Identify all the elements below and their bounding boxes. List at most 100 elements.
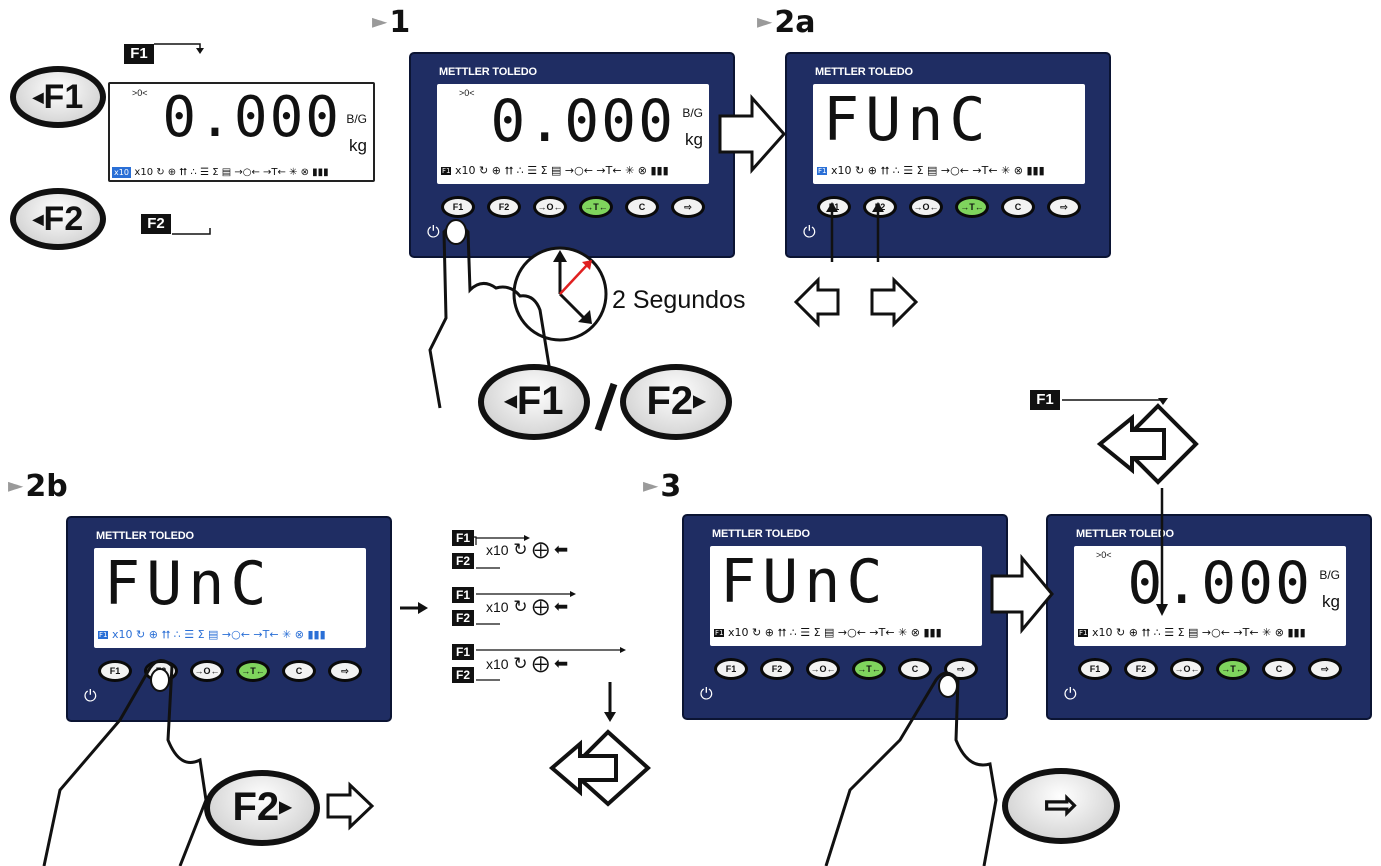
exit-key[interactable]: ⇨ xyxy=(671,196,705,218)
exit-key[interactable]: ⇨ xyxy=(1308,658,1342,680)
right-arrow-icon-2b xyxy=(326,781,375,831)
hand-pointer-icon-2b xyxy=(42,659,208,866)
tare-key[interactable]: →T← xyxy=(579,196,613,218)
key-row: F1 F2 →O← →T← C ⇨ xyxy=(706,658,986,684)
status-icon-row: F1 x10 ↻ ⊕ ⮅ ∴ ☰ Σ ▤ →○← →T← ✳ ⊗ ▮▮▮ xyxy=(1078,626,1306,639)
power-icon[interactable]: ⏻ xyxy=(84,688,97,705)
exit-key[interactable]: ⇨ xyxy=(328,660,362,682)
diamond-arrow-icon-large xyxy=(548,729,651,807)
f1-pointer-head xyxy=(826,202,838,212)
icon-symbols: x10 ↻ ⊕ ⮅ ∴ ☰ Σ ▤ →○← →T← ✳ ⊗ ▮▮▮ xyxy=(134,167,329,178)
brand-logo: METTLER TOLEDO xyxy=(815,66,913,78)
unit-bg: B/G xyxy=(682,106,703,120)
small-weight-display: >0< 0.000 B/G kg x10 x10 ↻ ⊕ ⮅ ∴ ☰ Σ ▤ →… xyxy=(108,82,375,182)
slash-separator xyxy=(594,382,618,432)
unit-bg: B/G xyxy=(1319,568,1340,582)
left-arrow-icon xyxy=(793,276,840,328)
lcd-display: FUnC F1 x10 ↻ ⊕ ⮅ ∴ ☰ Σ ▤ →○← →T← ✳ ⊗ ▮▮… xyxy=(710,546,982,646)
tare-key[interactable]: →T← xyxy=(236,660,270,682)
f2-button-step2b[interactable]: F2▶ xyxy=(204,770,320,846)
seq-icons: x10 ↻ ⨁ ⬅ xyxy=(486,597,569,616)
f2-key[interactable]: F2 xyxy=(760,658,794,680)
f1-button-big[interactable]: ◀F1 xyxy=(478,364,590,440)
status-icon-row: x10 x10 ↻ ⊕ ⮅ ∴ ☰ Σ ▤ →○← →T← ✳ ⊗ ▮▮▮ xyxy=(112,165,329,178)
terminal-panel-step1: METTLER TOLEDO >0< 0.000 B/G kg F1 x10 ↻… xyxy=(409,52,735,258)
step-2a-label: ►2a xyxy=(757,5,816,40)
terminal-panel-step2a: METTLER TOLEDO FUnC F1 x10 ↻ ⊕ ⮅ ∴ ☰ Σ ▤… xyxy=(785,52,1111,258)
unit-kg: kg xyxy=(1322,592,1340,611)
lcd-display: FUnC F1 x10 ↻ ⊕ ⮅ ∴ ☰ Σ ▤ →○← →T← ✳ ⊗ ▮▮… xyxy=(813,84,1085,184)
step-3-label: ►3 xyxy=(643,469,682,504)
f1-key-tag: F1 xyxy=(124,44,154,64)
clear-key[interactable]: C xyxy=(625,196,659,218)
f2-key[interactable]: F2 xyxy=(487,196,521,218)
key-row: F1 F2 →O← →T← C ⇨ xyxy=(1070,658,1350,684)
tare-key[interactable]: →T← xyxy=(1216,658,1250,680)
f1-key-tag-step3: F1 xyxy=(1030,390,1060,410)
step-2b-label: ►2b xyxy=(8,469,68,504)
zero-indicator: >0< xyxy=(1096,550,1112,560)
tare-key[interactable]: →T← xyxy=(955,196,989,218)
weight-value: 0.000 xyxy=(490,87,675,155)
func-text: FUnC xyxy=(720,547,889,617)
f1-indicator: F1 xyxy=(441,167,452,175)
f1-bracket-arrow xyxy=(196,48,204,54)
f2-button-large[interactable]: ◀F2 xyxy=(10,188,106,250)
lcd-display: >0< 0.000 B/G kg F1 x10 ↻ ⊕ ⮅ ∴ ☰ Σ ▤ →○… xyxy=(437,84,709,184)
zero-key[interactable]: →O← xyxy=(909,196,943,218)
seq-f2-tag: F2 xyxy=(452,553,474,569)
exit-button-step3[interactable]: ⇨ xyxy=(1002,768,1120,844)
f1-indicator: F1 xyxy=(714,629,725,637)
f2-bracket-line xyxy=(172,228,211,235)
unit-kg: kg xyxy=(685,130,703,149)
next-step-arrow xyxy=(718,94,787,174)
f1-key[interactable]: F1 xyxy=(1078,658,1112,680)
two-seconds-label: 2 Segundos xyxy=(612,286,746,314)
status-icon-row: F1 x10 ↻ ⊕ ⮅ ∴ ☰ Σ ▤ →○← →T← ✳ ⊗ ▮▮▮ xyxy=(98,628,326,641)
power-icon[interactable]: ⏻ xyxy=(803,224,816,241)
next-step-arrow-3 xyxy=(990,553,1054,635)
power-icon[interactable]: ⏻ xyxy=(427,224,440,241)
brand-logo: METTLER TOLEDO xyxy=(96,530,194,542)
status-icon-row: F1 x10 ↻ ⊕ ⮅ ∴ ☰ Σ ▤ →○← →T← ✳ ⊗ ▮▮▮ xyxy=(817,164,1045,177)
f1-key[interactable]: F1 xyxy=(98,660,132,682)
func-text: FUnC xyxy=(823,85,992,155)
unit-kg: kg xyxy=(349,136,367,155)
f1-key[interactable]: F1 xyxy=(441,196,475,218)
f1-key[interactable]: F1 xyxy=(714,658,748,680)
clear-key[interactable]: C xyxy=(898,658,932,680)
key-row: F1 F2 →O← →T← C ⇨ xyxy=(433,196,713,222)
seq-f1-tag: F1 xyxy=(452,530,474,546)
status-icon-row: F1 x10 ↻ ⊕ ⮅ ∴ ☰ Σ ▤ →○← →T← ✳ ⊗ ▮▮▮ xyxy=(441,164,669,177)
lcd-display: >0< 0.000 B/G kg F1 x10 ↻ ⊕ ⮅ ∴ ☰ Σ ▤ →○… xyxy=(1074,546,1346,646)
key-row: F1 F2 →O← →T← C ⇨ xyxy=(809,196,1089,222)
zero-key[interactable]: →O← xyxy=(533,196,567,218)
zero-key[interactable]: →O← xyxy=(1170,658,1204,680)
tare-key[interactable]: →T← xyxy=(852,658,886,680)
clear-key[interactable]: C xyxy=(1001,196,1035,218)
zero-key[interactable]: →O← xyxy=(806,658,840,680)
step-1-label: ►1 xyxy=(372,5,411,40)
f2-button-big[interactable]: F2▶ xyxy=(620,364,732,440)
seq-icons: x10 ↻ ⨁ ⬅ xyxy=(486,540,569,559)
clear-key[interactable]: C xyxy=(1262,658,1296,680)
lcd-display: FUnC F1 x10 ↻ ⊕ ⮅ ∴ ☰ Σ ▤ →○← →T← ✳ ⊗ ▮▮… xyxy=(94,548,366,648)
power-icon[interactable]: ⏻ xyxy=(700,686,713,703)
clear-key[interactable]: C xyxy=(282,660,316,682)
seq-f2-tag: F2 xyxy=(452,610,474,626)
f1-button-large[interactable]: ◀F1 xyxy=(10,66,106,128)
hand-pointer-icon-3 xyxy=(824,671,998,866)
f2-pointer-head xyxy=(872,202,884,212)
zero-key[interactable]: →O← xyxy=(190,660,224,682)
status-icon-row: F1 x10 ↻ ⊕ ⮅ ∴ ☰ Σ ▤ →○← →T← ✳ ⊗ ▮▮▮ xyxy=(714,626,942,639)
exit-key[interactable]: ⇨ xyxy=(1047,196,1081,218)
func-text: FUnC xyxy=(104,549,273,619)
f1-indicator: F1 xyxy=(817,167,828,175)
terminal-panel-step2b: METTLER TOLEDO FUnC F1 x10 ↻ ⊕ ⮅ ∴ ☰ Σ ▤… xyxy=(66,516,392,722)
f2-key[interactable]: F2 xyxy=(1124,658,1158,680)
unit-bg: B/G xyxy=(346,112,367,126)
power-icon[interactable]: ⏻ xyxy=(1064,686,1077,703)
f1-indicator: F1 xyxy=(98,631,109,639)
brand-logo: METTLER TOLEDO xyxy=(439,66,537,78)
